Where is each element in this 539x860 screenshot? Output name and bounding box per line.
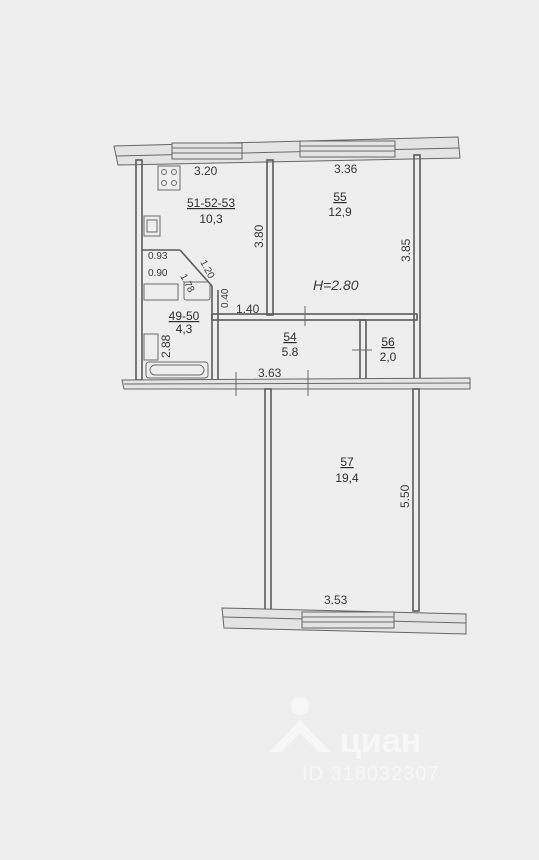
dim-178: 1.78	[177, 272, 196, 295]
bottom-exterior-wall	[221, 607, 467, 635]
room-area: 19,4	[335, 471, 359, 485]
room-number: 56	[381, 335, 395, 349]
upper-walls	[135, 154, 421, 381]
room-kitchen-label: 51-52-53 10,3	[187, 196, 235, 226]
room-number: 51-52-53	[187, 196, 235, 210]
dim-room57-width: 3.53	[324, 593, 348, 607]
bath-fixtures	[143, 281, 211, 379]
room-area: 10,3	[199, 212, 223, 226]
top-exterior-wall	[113, 136, 461, 166]
dim-hall-width: 3.63	[258, 366, 282, 380]
room-number: 55	[333, 190, 347, 204]
room-number: 57	[340, 455, 354, 469]
room-area: 4,3	[176, 322, 193, 336]
dim-120: 1.20	[197, 258, 216, 281]
watermark: циан ID 318032307	[270, 697, 440, 785]
dim-kitchen-width: 3.20	[194, 164, 218, 178]
room-number: 49-50	[169, 309, 200, 323]
room-number: 54	[283, 330, 297, 344]
room-54-label: 54 5.8	[282, 330, 299, 359]
middle-wall	[121, 370, 471, 396]
room-area: 2,0	[380, 350, 397, 364]
kitchen-fixtures	[143, 165, 181, 237]
room-57-label: 57 19,4	[335, 455, 359, 485]
dim-room55-width: 3.36	[334, 162, 358, 176]
watermark-brand: циан	[340, 722, 421, 760]
room-area: 12,9	[328, 205, 352, 219]
dim-090: 0.90	[148, 268, 168, 279]
watermark-id: ID 318032307	[302, 763, 440, 785]
room-55-label: 55 12,9	[328, 190, 352, 219]
dim-140: 1.40	[236, 302, 260, 316]
room-56-label: 56 2,0	[380, 335, 397, 364]
room-bath-label: 49-50 4,3	[169, 309, 200, 336]
dim-040: 0.40	[220, 288, 231, 308]
room-area: 5.8	[282, 345, 299, 359]
dim-093: 0.93	[148, 251, 168, 262]
ceiling-height: H=2.80	[313, 277, 359, 293]
dim-room57-depth: 5.50	[398, 484, 412, 508]
lower-walls	[264, 388, 420, 612]
dim-kitchen-depth: 3.80	[252, 224, 266, 248]
dim-288: 2.88	[159, 334, 173, 358]
cian-logo-icon	[270, 697, 330, 752]
dim-room55-depth: 3.85	[399, 238, 413, 262]
